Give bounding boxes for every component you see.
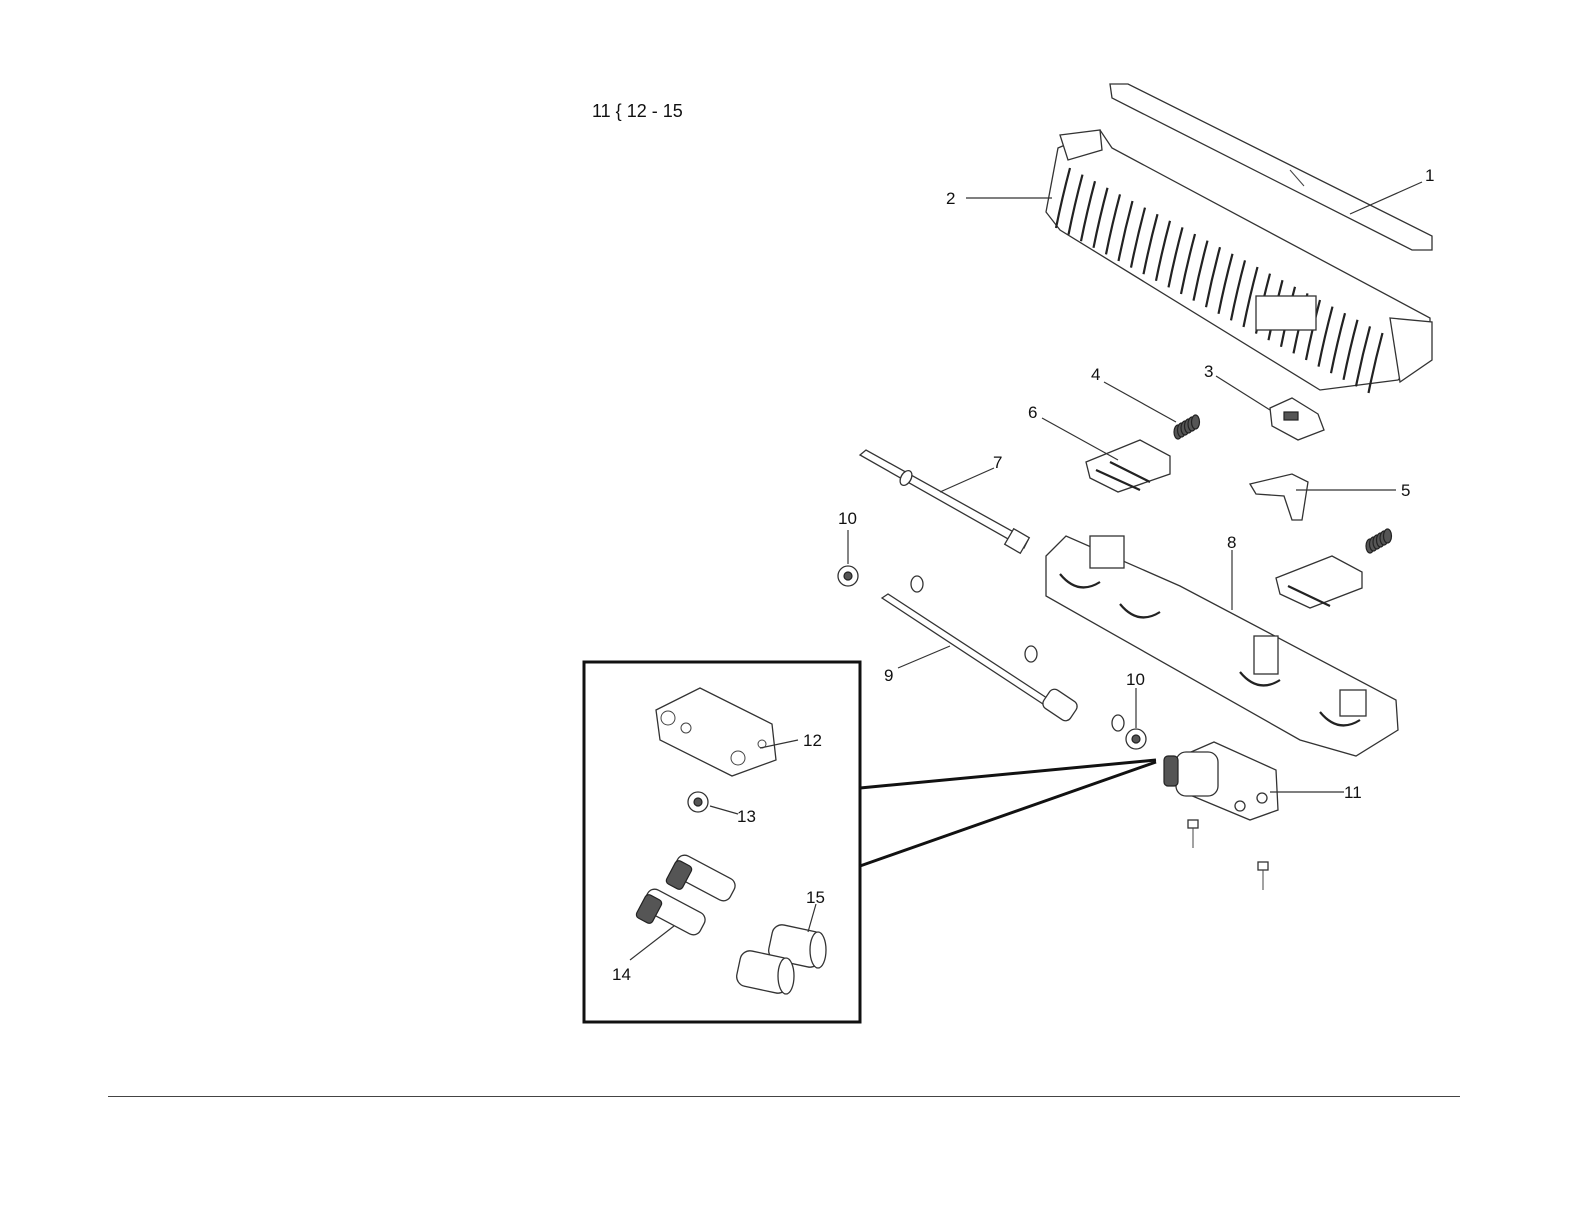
callout-13: 13 (737, 807, 756, 826)
part-4-spring (1174, 415, 1200, 439)
callout-11: 11 (1344, 783, 1362, 802)
callout-7: 7 (993, 453, 1002, 472)
screws (1188, 820, 1268, 890)
callout-10-upper: 10 (838, 509, 857, 528)
part-2-guide (1046, 130, 1432, 393)
spring-and-actuator-pair (1276, 529, 1392, 608)
callout-15: 15 (806, 888, 825, 907)
part-13-bushing (688, 792, 708, 812)
part-6-actuator (1086, 440, 1170, 492)
part-11-roller-assembly (1164, 742, 1278, 820)
part-10-bearing-upper (838, 566, 858, 586)
callout-1: 1 (1425, 166, 1434, 185)
callout-8: 8 (1227, 533, 1236, 552)
callout-14: 14 (612, 965, 631, 984)
callout-2: 2 (946, 189, 955, 208)
callout-9: 9 (884, 666, 893, 685)
callout-4: 4 (1091, 365, 1100, 384)
part-9-roller-shaft (882, 594, 1079, 723)
part-5-lever (1250, 474, 1308, 520)
part-3-bracket (1270, 398, 1324, 440)
callout-3: 3 (1204, 362, 1213, 381)
callout-6: 6 (1028, 403, 1037, 422)
kit-note: 11 { 12 - 15 (592, 101, 683, 121)
part-10-bearing-lower (1126, 729, 1146, 749)
footer-rule (108, 1096, 1460, 1097)
callout-10-lower: 10 (1126, 670, 1145, 689)
callout-12: 12 (803, 731, 822, 750)
callout-5: 5 (1401, 481, 1410, 500)
part-7-shaft (860, 450, 1029, 553)
